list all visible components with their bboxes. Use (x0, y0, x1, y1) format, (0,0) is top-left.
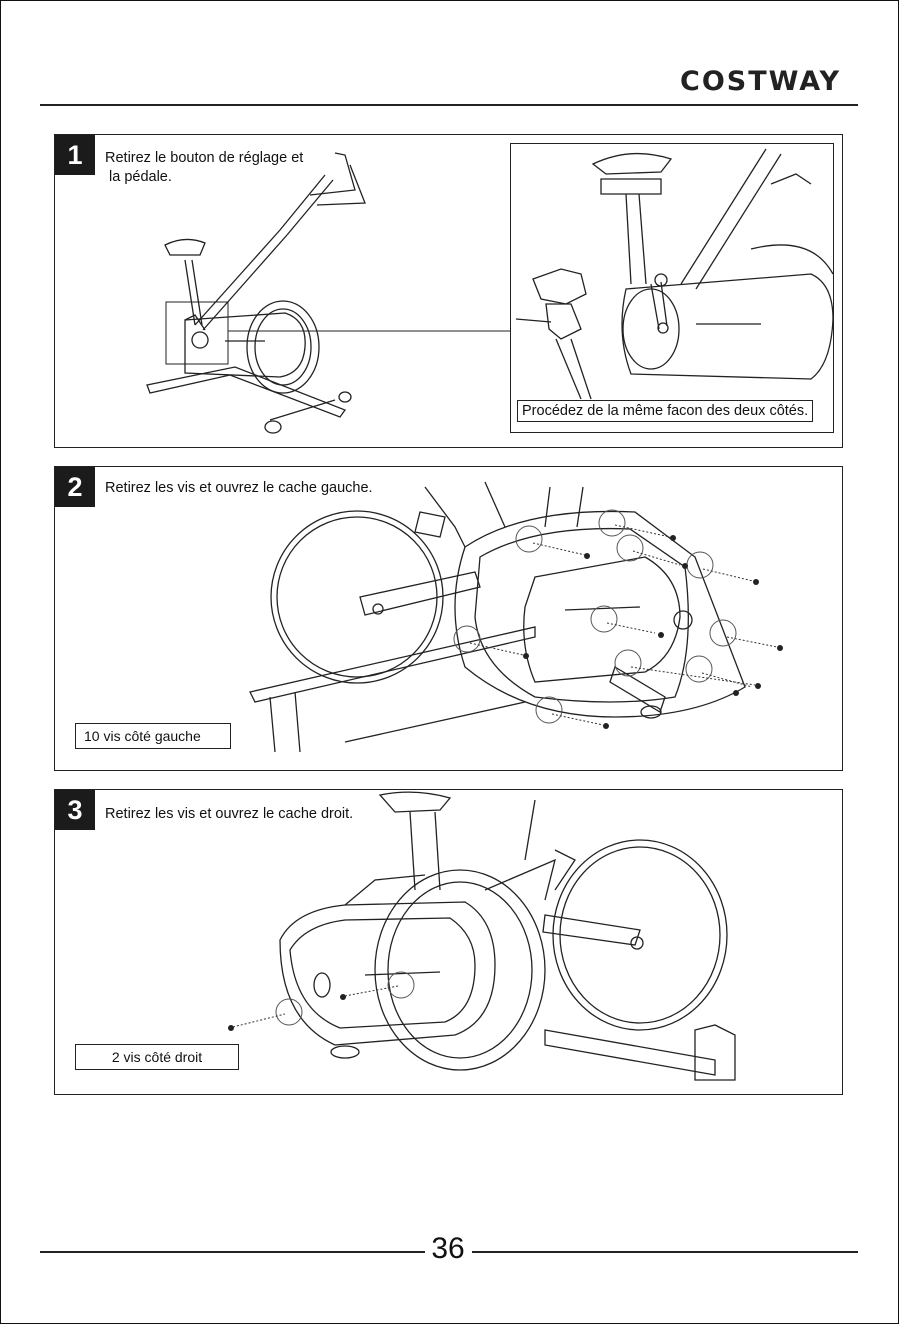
footer-rule-left (40, 1251, 425, 1253)
step-2-screw-count-label: 10 vis côté gauche (75, 723, 231, 749)
page-number: 36 (418, 1232, 478, 1266)
step-1-panel: 1 Retirez le bouton de réglage et la péd… (54, 134, 843, 448)
brand-logo: COSTWAY (680, 66, 841, 97)
step-2-panel: 2 Retirez les vis et ouvrez le cache gau… (54, 466, 843, 771)
footer-rule-right (472, 1251, 858, 1253)
step-3-screw-count-label: 2 vis côté droit (75, 1044, 239, 1070)
header-rule (40, 104, 858, 106)
step-1-inset-caption: Procédez de la même facon des deux côtés… (517, 400, 813, 422)
pedal-detail-illustration (511, 144, 833, 432)
step-3-panel: 3 Retirez les vis et ouvrez le cache dro… (54, 789, 843, 1095)
step-1-detail-inset: Procédez de la même facon des deux côtés… (510, 143, 834, 433)
